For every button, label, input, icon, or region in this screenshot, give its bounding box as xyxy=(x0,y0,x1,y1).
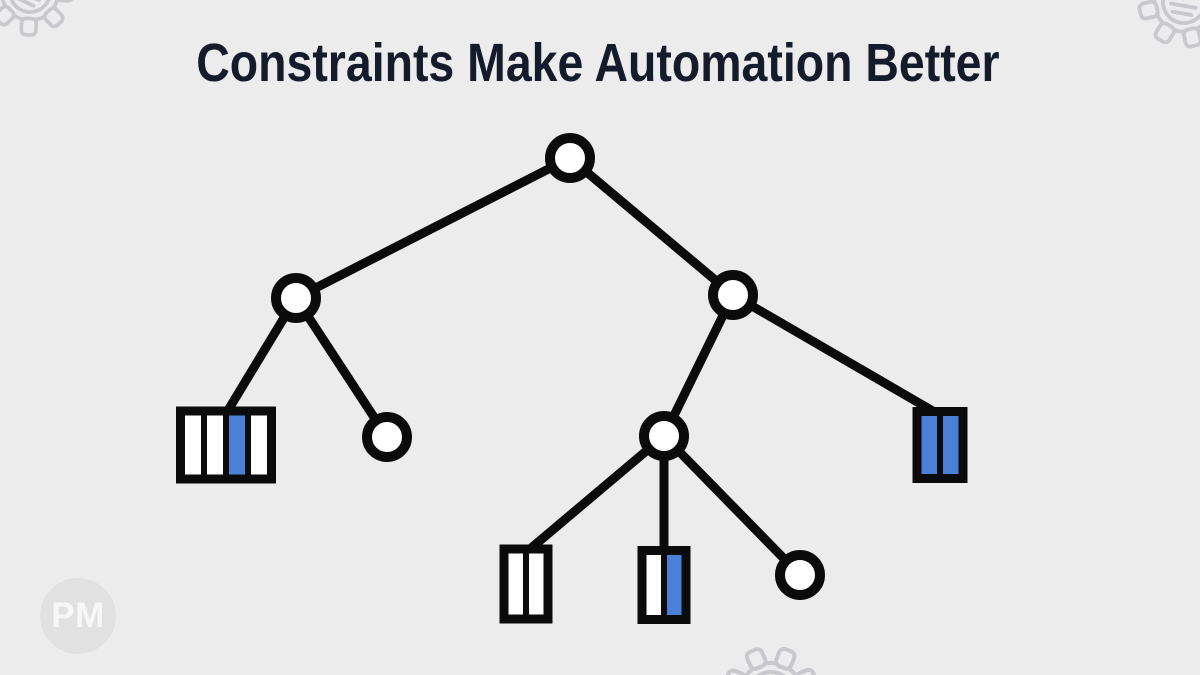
bar-white xyxy=(508,553,523,615)
tree-edge xyxy=(660,432,804,579)
bar-blue xyxy=(943,416,959,474)
tree-edge xyxy=(514,432,667,564)
bar-white xyxy=(646,555,661,615)
tree-node-circle xyxy=(545,133,595,183)
pm-logo-badge: PM xyxy=(40,578,116,654)
pm-logo-text: PM xyxy=(51,596,105,635)
bar-blue xyxy=(229,415,245,475)
tree-node-circle xyxy=(362,412,412,462)
barbox-frame xyxy=(637,546,691,624)
tree-node-barbox xyxy=(637,546,691,624)
bar-white xyxy=(251,415,267,475)
bar-white xyxy=(529,553,544,615)
bar-blue xyxy=(667,555,682,615)
tree-node-circle xyxy=(775,550,825,600)
tree-node-circle xyxy=(708,270,758,320)
bar-blue xyxy=(921,416,937,474)
barbox-frame xyxy=(499,544,553,624)
tree-node-circle xyxy=(271,273,321,323)
tree-node-barbox xyxy=(176,406,276,484)
gear-icon xyxy=(0,0,75,37)
barbox-frame xyxy=(912,407,968,483)
tree-edge xyxy=(293,153,573,303)
page-title: Constraints Make Automation Better xyxy=(196,33,1000,93)
tree-edge xyxy=(659,293,738,438)
tree-node-circle xyxy=(639,411,689,461)
tree-edge xyxy=(292,295,391,440)
tree-node-barbox xyxy=(499,544,553,624)
bar-white xyxy=(185,415,201,475)
gear-icon xyxy=(723,646,818,675)
tree-node-barbox xyxy=(912,407,968,483)
bar-white xyxy=(207,415,223,475)
gear-icon xyxy=(1137,0,1200,49)
tree-edge xyxy=(730,291,941,418)
tree-edge xyxy=(567,154,736,299)
